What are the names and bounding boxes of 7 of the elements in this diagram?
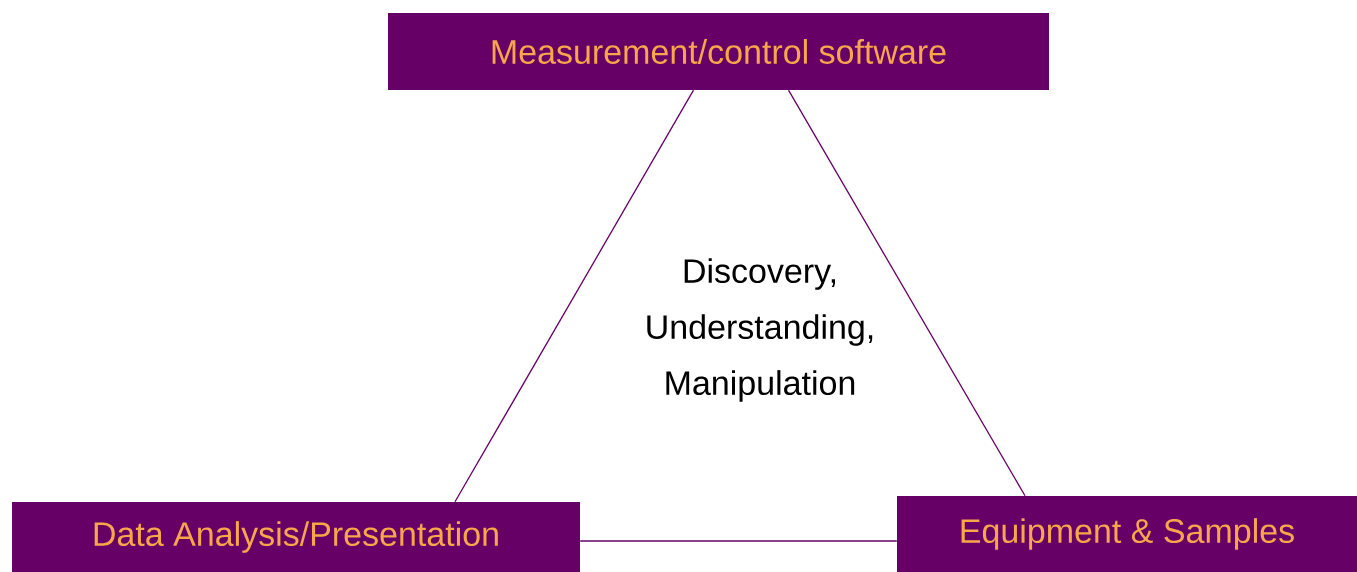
label-box: Measurement/control software (388, 13, 1049, 90)
connector-line (454, 89, 695, 503)
label-box: Data Analysis/Presentation (12, 502, 580, 572)
label-box: Equipment & Samples (897, 496, 1357, 572)
connector-line (579, 540, 898, 542)
center-text: Discovery, Understanding, Manipulation (647, 258, 873, 402)
connector-line (787, 89, 1026, 497)
